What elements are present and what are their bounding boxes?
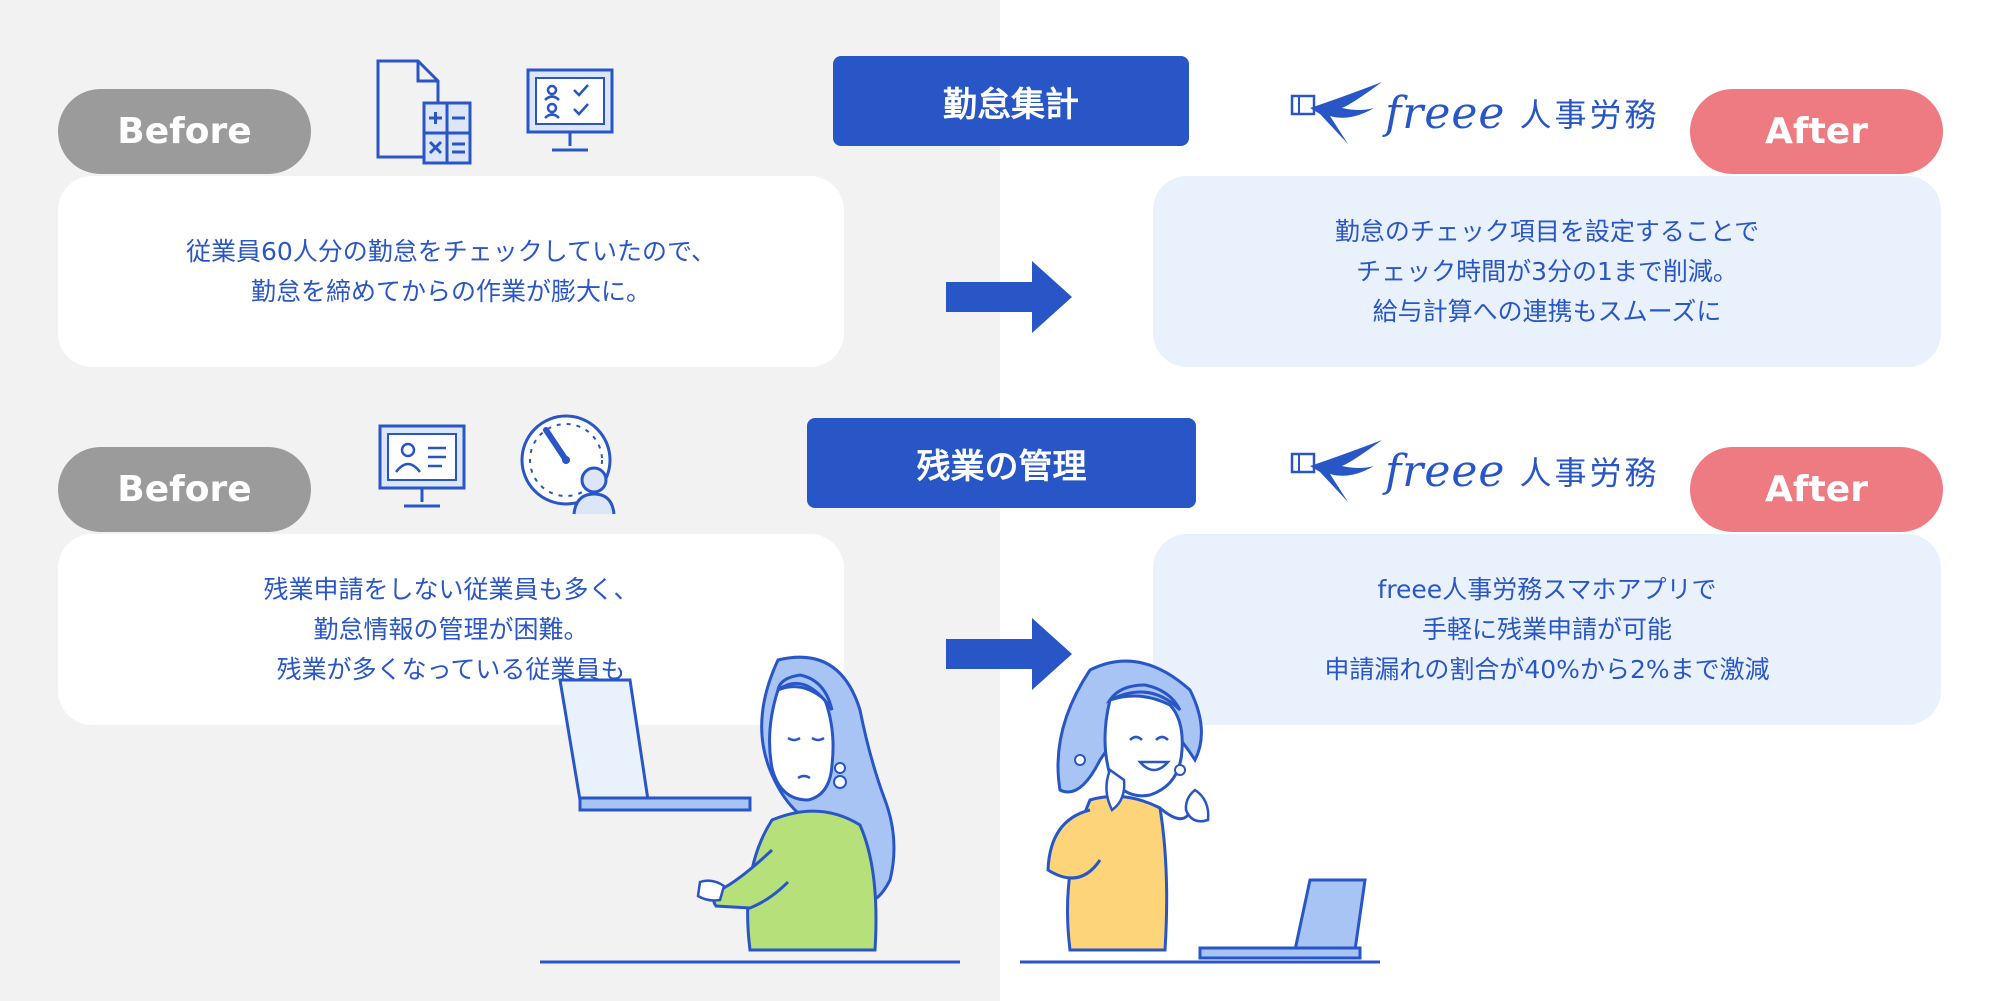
- after-text-line: チェック時間が3分の1まで削減。: [1356, 256, 1738, 286]
- after-text-line: 申請漏れの割合が40%から2%まで激減: [1324, 654, 1770, 684]
- after-text-line: 給与計算への連携もスムーズに: [1372, 296, 1722, 326]
- before-text-line: 勤怠情報の管理が困難。: [313, 614, 589, 644]
- after-label-1: After: [1690, 89, 1943, 174]
- logo-product-name: 人事労務: [1519, 454, 1660, 492]
- after-card-1: 勤怠のチェック項目を設定することで チェック時間が3分の1まで削減。 給与計算へ…: [1153, 176, 1941, 367]
- swallow-icon: [1290, 440, 1382, 502]
- arrow-right-icon: [946, 261, 1072, 333]
- before-label-2: Before: [58, 447, 311, 532]
- monitor-profile-icon: [378, 424, 466, 508]
- before-text-line: 残業申請をしない従業員も多く、: [263, 574, 639, 604]
- logo-product-name: 人事労務: [1519, 96, 1660, 134]
- before-text-line: 勤怠を締めてからの作業が膨大に。: [250, 276, 651, 306]
- after-text-line: freee人事労務スマホアプリで: [1377, 574, 1717, 604]
- freee-logo-1: freee 人事労務: [1290, 78, 1659, 148]
- swallow-icon: [1290, 82, 1382, 144]
- monitor-checklist-icon: [526, 68, 614, 152]
- tired-woman-illustration: [540, 655, 960, 964]
- after-label-2: After: [1690, 447, 1943, 532]
- logo-word: freee: [1385, 445, 1506, 497]
- document-calculator-icon: [376, 59, 472, 165]
- arrow-right-icon: [946, 618, 1072, 690]
- after-text-line: 手軽に残業申請が可能: [1421, 614, 1672, 644]
- clock-person-icon: [520, 414, 616, 515]
- logo-word: freee: [1385, 87, 1506, 139]
- after-card-2: freee人事労務スマホアプリで 手軽に残業申請が可能 申請漏れの割合が40%か…: [1153, 534, 1941, 725]
- freee-logo-2: freee 人事労務: [1290, 436, 1659, 506]
- section-title-overtime: 残業の管理: [807, 418, 1196, 508]
- section-title-attendance: 勤怠集計: [833, 56, 1189, 146]
- after-text-line: 勤怠のチェック項目を設定することで: [1334, 216, 1760, 246]
- before-text-line: 従業員60人分の勤怠をチェックしていたので、: [185, 236, 717, 266]
- happy-woman-illustration: [1020, 659, 1380, 964]
- before-label-1: Before: [58, 89, 311, 174]
- before-card-2: 残業申請をしない従業員も多く、 勤怠情報の管理が困難。 残業が多くなっている従業…: [58, 534, 844, 725]
- before-card-1: 従業員60人分の勤怠をチェックしていたので、 勤怠を締めてからの作業が膨大に。: [58, 176, 844, 367]
